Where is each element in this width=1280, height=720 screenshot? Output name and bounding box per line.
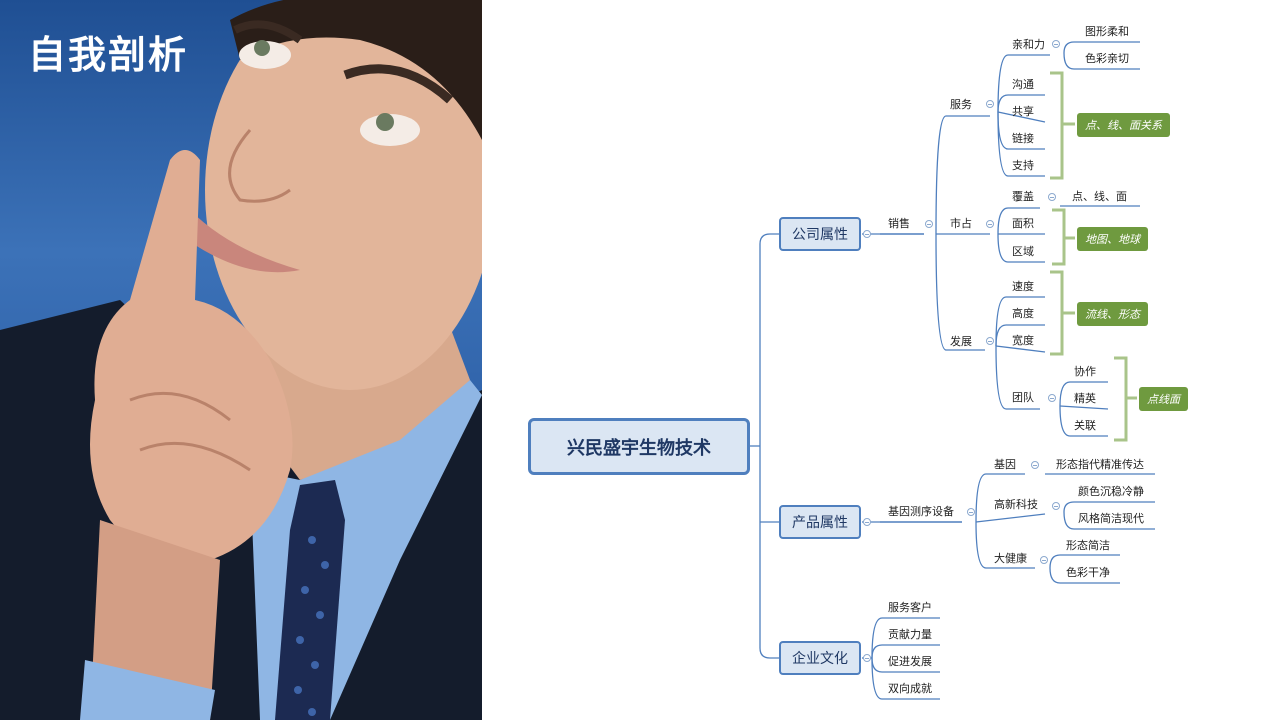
collapse-toggle[interactable] [1040, 556, 1048, 564]
node-service-child[interactable]: 链接 [1012, 132, 1034, 145]
node-health-child[interactable]: 形态简洁 [1066, 539, 1110, 552]
node-affinity-child[interactable]: 图形柔和 [1085, 25, 1129, 38]
thinking-man-photo: 自我剖析 [0, 0, 482, 720]
node-market-child[interactable]: 面积 [1012, 217, 1034, 230]
node-service[interactable]: 服务 [950, 98, 972, 111]
photo-illustration [0, 0, 482, 720]
node-team-child[interactable]: 精英 [1074, 392, 1096, 405]
node-affinity-child[interactable]: 色彩亲切 [1085, 52, 1129, 65]
node-development[interactable]: 发展 [950, 335, 972, 348]
collapse-toggle[interactable] [863, 230, 871, 238]
collapse-toggle[interactable] [863, 654, 871, 662]
collapse-toggle[interactable] [986, 100, 994, 108]
root-node[interactable]: 兴民盛宇生物技术 [528, 418, 750, 475]
node-affinity[interactable]: 亲和力 [1012, 38, 1045, 51]
node-culture-child[interactable]: 贡献力量 [888, 628, 932, 641]
node-hitech[interactable]: 高新科技 [994, 498, 1038, 511]
node-sales[interactable]: 销售 [888, 217, 910, 230]
branch-corporate-culture[interactable]: 企业文化 [779, 641, 861, 675]
node-market[interactable]: 市占 [950, 217, 972, 230]
branch-company-attributes[interactable]: 公司属性 [779, 217, 861, 251]
collapse-toggle[interactable] [1052, 40, 1060, 48]
node-development-child[interactable]: 高度 [1012, 307, 1034, 320]
node-hitech-child[interactable]: 颜色沉稳冷静 [1078, 485, 1144, 498]
node-culture-child[interactable]: 双向成就 [888, 682, 932, 695]
note-market: 地图、地球 [1077, 227, 1148, 251]
collapse-toggle[interactable] [967, 508, 975, 516]
node-hitech-child[interactable]: 风格简洁现代 [1078, 512, 1144, 525]
collapse-toggle[interactable] [1031, 461, 1039, 469]
node-coverage[interactable]: 覆盖 [1012, 190, 1034, 203]
node-coverage-child[interactable]: 点、线、面 [1072, 190, 1127, 203]
node-development-child[interactable]: 宽度 [1012, 334, 1034, 347]
collapse-toggle[interactable] [986, 337, 994, 345]
node-service-child[interactable]: 支持 [1012, 159, 1034, 172]
collapse-toggle[interactable] [925, 220, 933, 228]
collapse-toggle[interactable] [863, 518, 871, 526]
node-team-child[interactable]: 关联 [1074, 419, 1096, 432]
collapse-toggle[interactable] [1048, 193, 1056, 201]
node-health[interactable]: 大健康 [994, 552, 1027, 565]
node-team-child[interactable]: 协作 [1074, 365, 1096, 378]
node-team[interactable]: 团队 [1012, 391, 1034, 404]
node-development-child[interactable]: 速度 [1012, 280, 1034, 293]
slide-title: 自我剖析 [28, 33, 189, 77]
note-development: 流线、形态 [1077, 302, 1148, 326]
collapse-toggle[interactable] [1048, 394, 1056, 402]
node-service-child[interactable]: 沟通 [1012, 78, 1034, 91]
node-device[interactable]: 基因测序设备 [888, 505, 954, 518]
node-culture-child[interactable]: 服务客户 [888, 601, 932, 614]
node-gene[interactable]: 基因 [994, 458, 1016, 471]
collapse-toggle[interactable] [986, 220, 994, 228]
note-service: 点、线、面关系 [1077, 113, 1170, 137]
note-team: 点线面 [1139, 387, 1188, 411]
node-health-child[interactable]: 色彩干净 [1066, 566, 1110, 579]
node-culture-child[interactable]: 促进发展 [888, 655, 932, 668]
branch-product-attributes[interactable]: 产品属性 [779, 505, 861, 539]
node-gene-child[interactable]: 形态指代精准传达 [1056, 458, 1144, 471]
node-service-child[interactable]: 共享 [1012, 105, 1034, 118]
node-market-child[interactable]: 区域 [1012, 245, 1034, 258]
collapse-toggle[interactable] [1052, 502, 1060, 510]
